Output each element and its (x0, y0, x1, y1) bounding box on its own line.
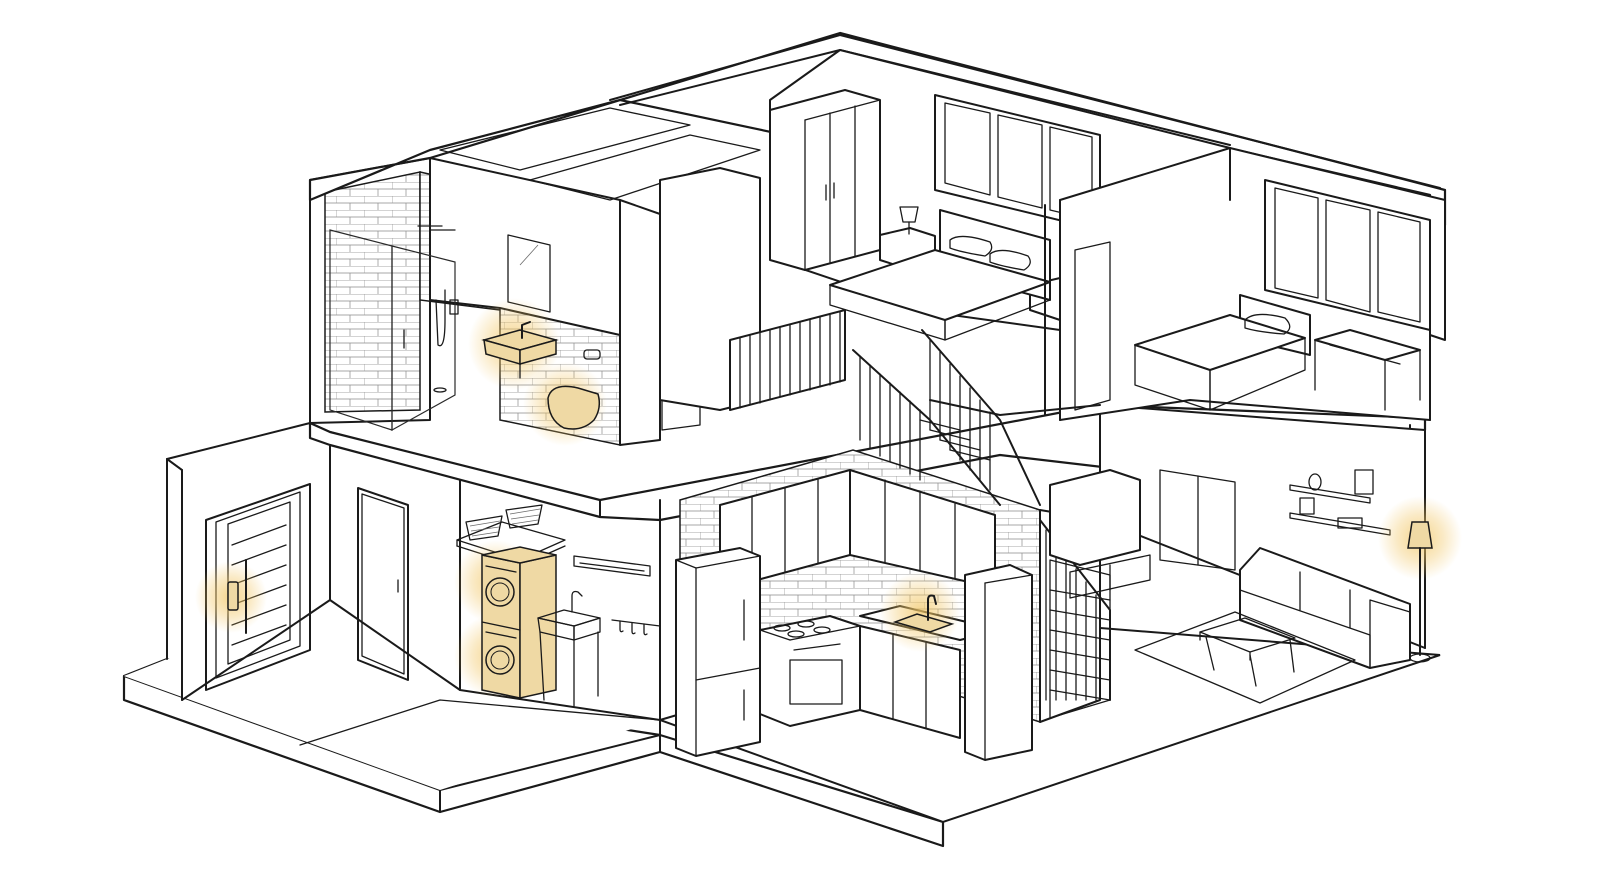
coffee-table (1199, 617, 1296, 687)
entry-wall (166, 422, 331, 701)
sink-icon (927, 594, 937, 621)
bathroom-sink (468, 298, 560, 390)
stove (759, 615, 861, 727)
second-bedroom (1059, 147, 1446, 421)
floor-lamp (1378, 496, 1462, 663)
lamp-icon (1407, 521, 1433, 549)
refrigerator (675, 547, 761, 757)
living-room (1049, 404, 1462, 704)
tv-stand (1049, 469, 1151, 599)
door-smart-lock (195, 559, 267, 634)
utility-sink (537, 590, 601, 707)
kitchen-sink (880, 572, 960, 652)
stacked-washer-dryer (454, 540, 557, 699)
laundry-basket (465, 515, 503, 541)
sink-icon (521, 321, 531, 339)
lock-icon (227, 581, 239, 611)
upper-floor-cut-edges (609, 34, 1446, 421)
laundry-basket (505, 504, 543, 529)
desk (1314, 329, 1421, 411)
toilet-icon (547, 385, 601, 430)
kitchen (675, 449, 1041, 761)
double-bed (829, 209, 1051, 341)
wall-toilet (523, 349, 607, 446)
balcony-railing (729, 309, 846, 411)
laundry-area (454, 469, 661, 721)
single-bed (1134, 294, 1311, 411)
wardrobe (769, 89, 881, 271)
shower (329, 221, 459, 432)
bathroom (309, 157, 701, 446)
